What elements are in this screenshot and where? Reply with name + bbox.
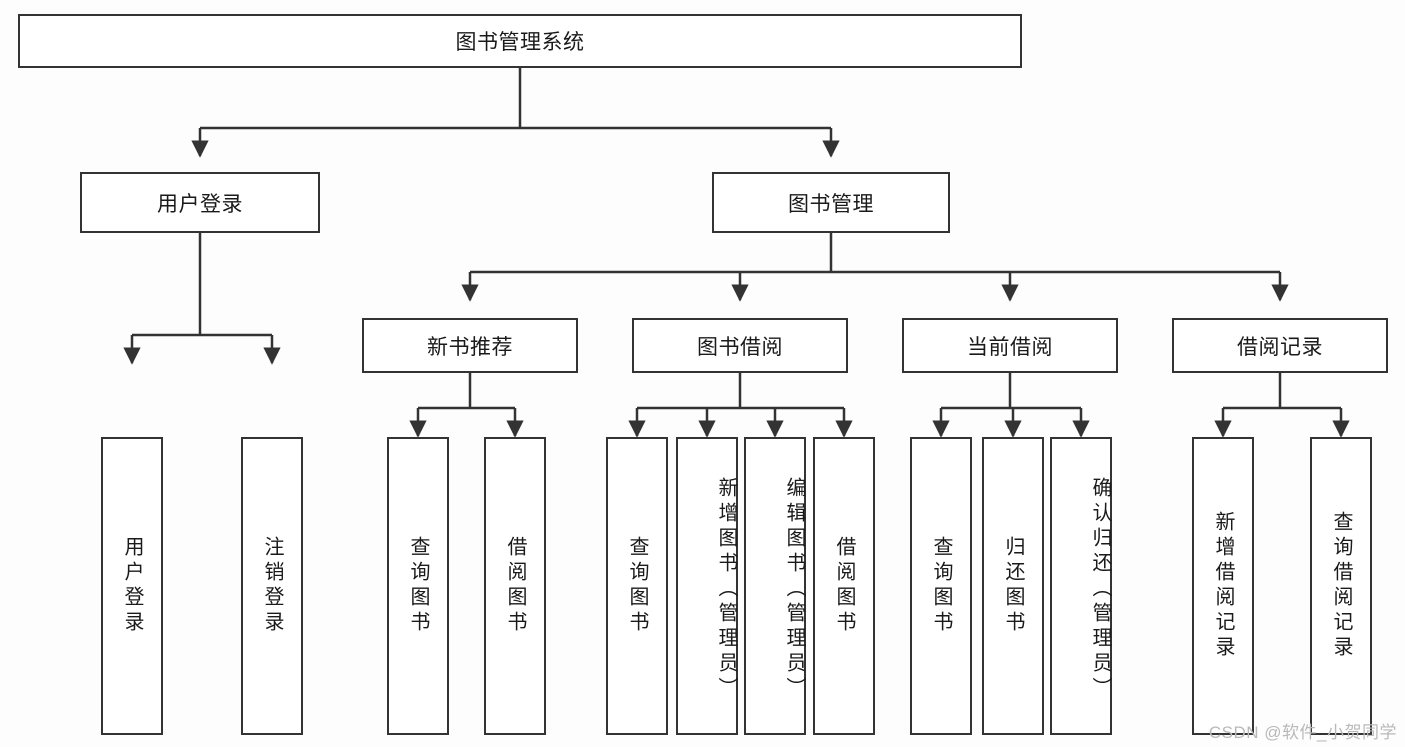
node-leaf-查询借阅记录-12[interactable]: 查询借阅记录 <box>1310 437 1372 735</box>
node-group-新书推荐-0[interactable]: 新书推荐 <box>362 318 578 373</box>
node-label: 用户登录 <box>157 192 243 216</box>
node-label: 图书管理系统 <box>455 31 585 54</box>
node-leaf-用户登录-0[interactable]: 用户登录 <box>101 437 163 735</box>
node-branch-用户登录-0[interactable]: 用户登录 <box>80 172 320 233</box>
node-root-图书管理系统-0[interactable]: 图书管理系统 <box>18 14 1022 68</box>
node-leaf-查询图书-8[interactable]: 查询图书 <box>910 437 972 735</box>
node-leaf-查询图书-2[interactable]: 查询图书 <box>387 437 449 735</box>
node-leaf-借阅图书-7[interactable]: 借阅图书 <box>813 437 875 735</box>
node-label: 新书推荐 <box>427 335 513 359</box>
node-group-图书借阅-1[interactable]: 图书借阅 <box>632 318 848 373</box>
node-label: 图书借阅 <box>697 335 783 359</box>
node-label: 图书管理 <box>788 192 874 216</box>
node-group-当前借阅-2[interactable]: 当前借阅 <box>902 318 1118 373</box>
node-group-借阅记录-3[interactable]: 借阅记录 <box>1172 318 1388 373</box>
node-leaf-注销登录-1[interactable]: 注销登录 <box>241 437 303 735</box>
node-leaf-确认归还管理员-10[interactable]: 确认归还（管理员） <box>1050 437 1112 735</box>
node-label: 查询图书 <box>930 536 952 636</box>
node-branch-图书管理-1[interactable]: 图书管理 <box>712 172 950 233</box>
node-label: 查询借阅记录 <box>1330 511 1352 661</box>
node-leaf-新增图书管理员-5[interactable]: 新增图书（管理员） <box>676 437 738 735</box>
node-leaf-新增借阅记录-11[interactable]: 新增借阅记录 <box>1192 437 1254 735</box>
node-leaf-借阅图书-3[interactable]: 借阅图书 <box>484 437 546 735</box>
node-leaf-归还图书-9[interactable]: 归还图书 <box>982 437 1044 735</box>
node-label: 确认归还（管理员） <box>1089 476 1111 702</box>
node-label: 新增图书（管理员） <box>715 476 737 702</box>
node-label: 注销登录 <box>261 536 283 636</box>
node-label: 用户登录 <box>121 536 143 636</box>
node-label: 借阅图书 <box>833 536 855 636</box>
node-label: 当前借阅 <box>967 335 1053 359</box>
node-label: 新增借阅记录 <box>1212 511 1234 661</box>
node-label: 归还图书 <box>1002 536 1024 636</box>
node-label: 查询图书 <box>407 536 429 636</box>
node-leaf-编辑图书管理员-6[interactable]: 编辑图书（管理员） <box>744 437 806 735</box>
node-label: 查询图书 <box>626 536 648 636</box>
watermark-label: CSDN @软件_小贺同学 <box>1208 723 1397 742</box>
node-label: 编辑图书（管理员） <box>783 476 805 702</box>
node-label: 借阅图书 <box>504 536 526 636</box>
node-label: 借阅记录 <box>1237 335 1323 359</box>
node-leaf-查询图书-4[interactable]: 查询图书 <box>606 437 668 735</box>
